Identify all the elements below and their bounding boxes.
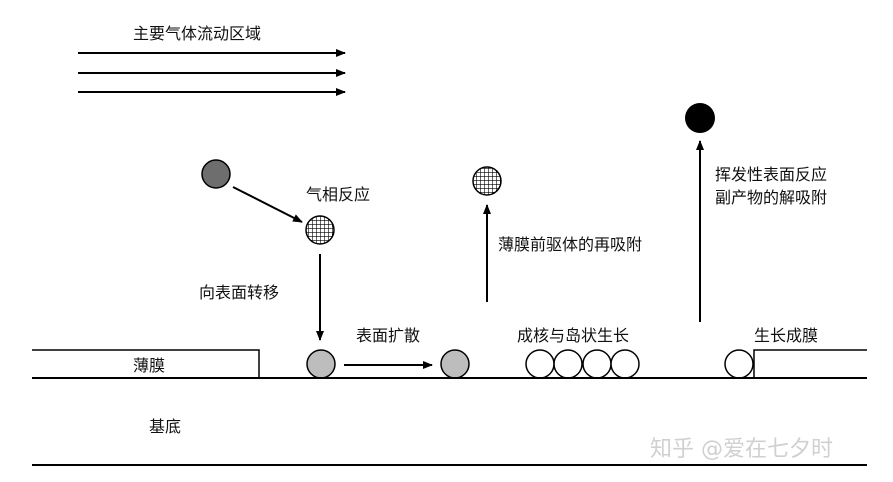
- arrow-to-reaction: [232, 186, 303, 223]
- gas-particle: [201, 159, 231, 189]
- desorbed-byproduct: [685, 103, 715, 133]
- island-particle-1: [525, 349, 555, 379]
- watermark: 知乎 @爱在七夕时: [650, 437, 833, 462]
- growth-label: 生长成膜: [754, 326, 819, 345]
- readsorption-label: 薄膜前驱体的再吸附: [498, 235, 643, 254]
- adsorbed-particle-2: [440, 349, 470, 379]
- island-particle-2: [553, 349, 583, 379]
- desorption-label-line2: 副产物的解吸附: [715, 188, 828, 207]
- main-flow-label: 主要气体流动区域: [133, 24, 262, 43]
- growth-particle: [724, 349, 754, 379]
- desorption-label-line1: 挥发性表面反应: [715, 165, 828, 184]
- substrate-label: 基底: [149, 417, 182, 436]
- film-right: [753, 349, 867, 378]
- island-particle-4: [610, 349, 640, 379]
- surface-diffusion-label: 表面扩散: [356, 326, 421, 345]
- film-label: 薄膜: [133, 356, 166, 375]
- precursor-particle: [305, 215, 335, 245]
- nucleation-label: 成核与岛状生长: [517, 326, 630, 345]
- gas-reaction-label: 气相反应: [306, 185, 371, 204]
- adsorbed-particle-1: [306, 349, 336, 379]
- island-particle-3: [582, 349, 612, 379]
- readsorbed-precursor: [472, 166, 502, 196]
- transfer-label: 向表面转移: [199, 283, 280, 302]
- film-left: [32, 349, 260, 378]
